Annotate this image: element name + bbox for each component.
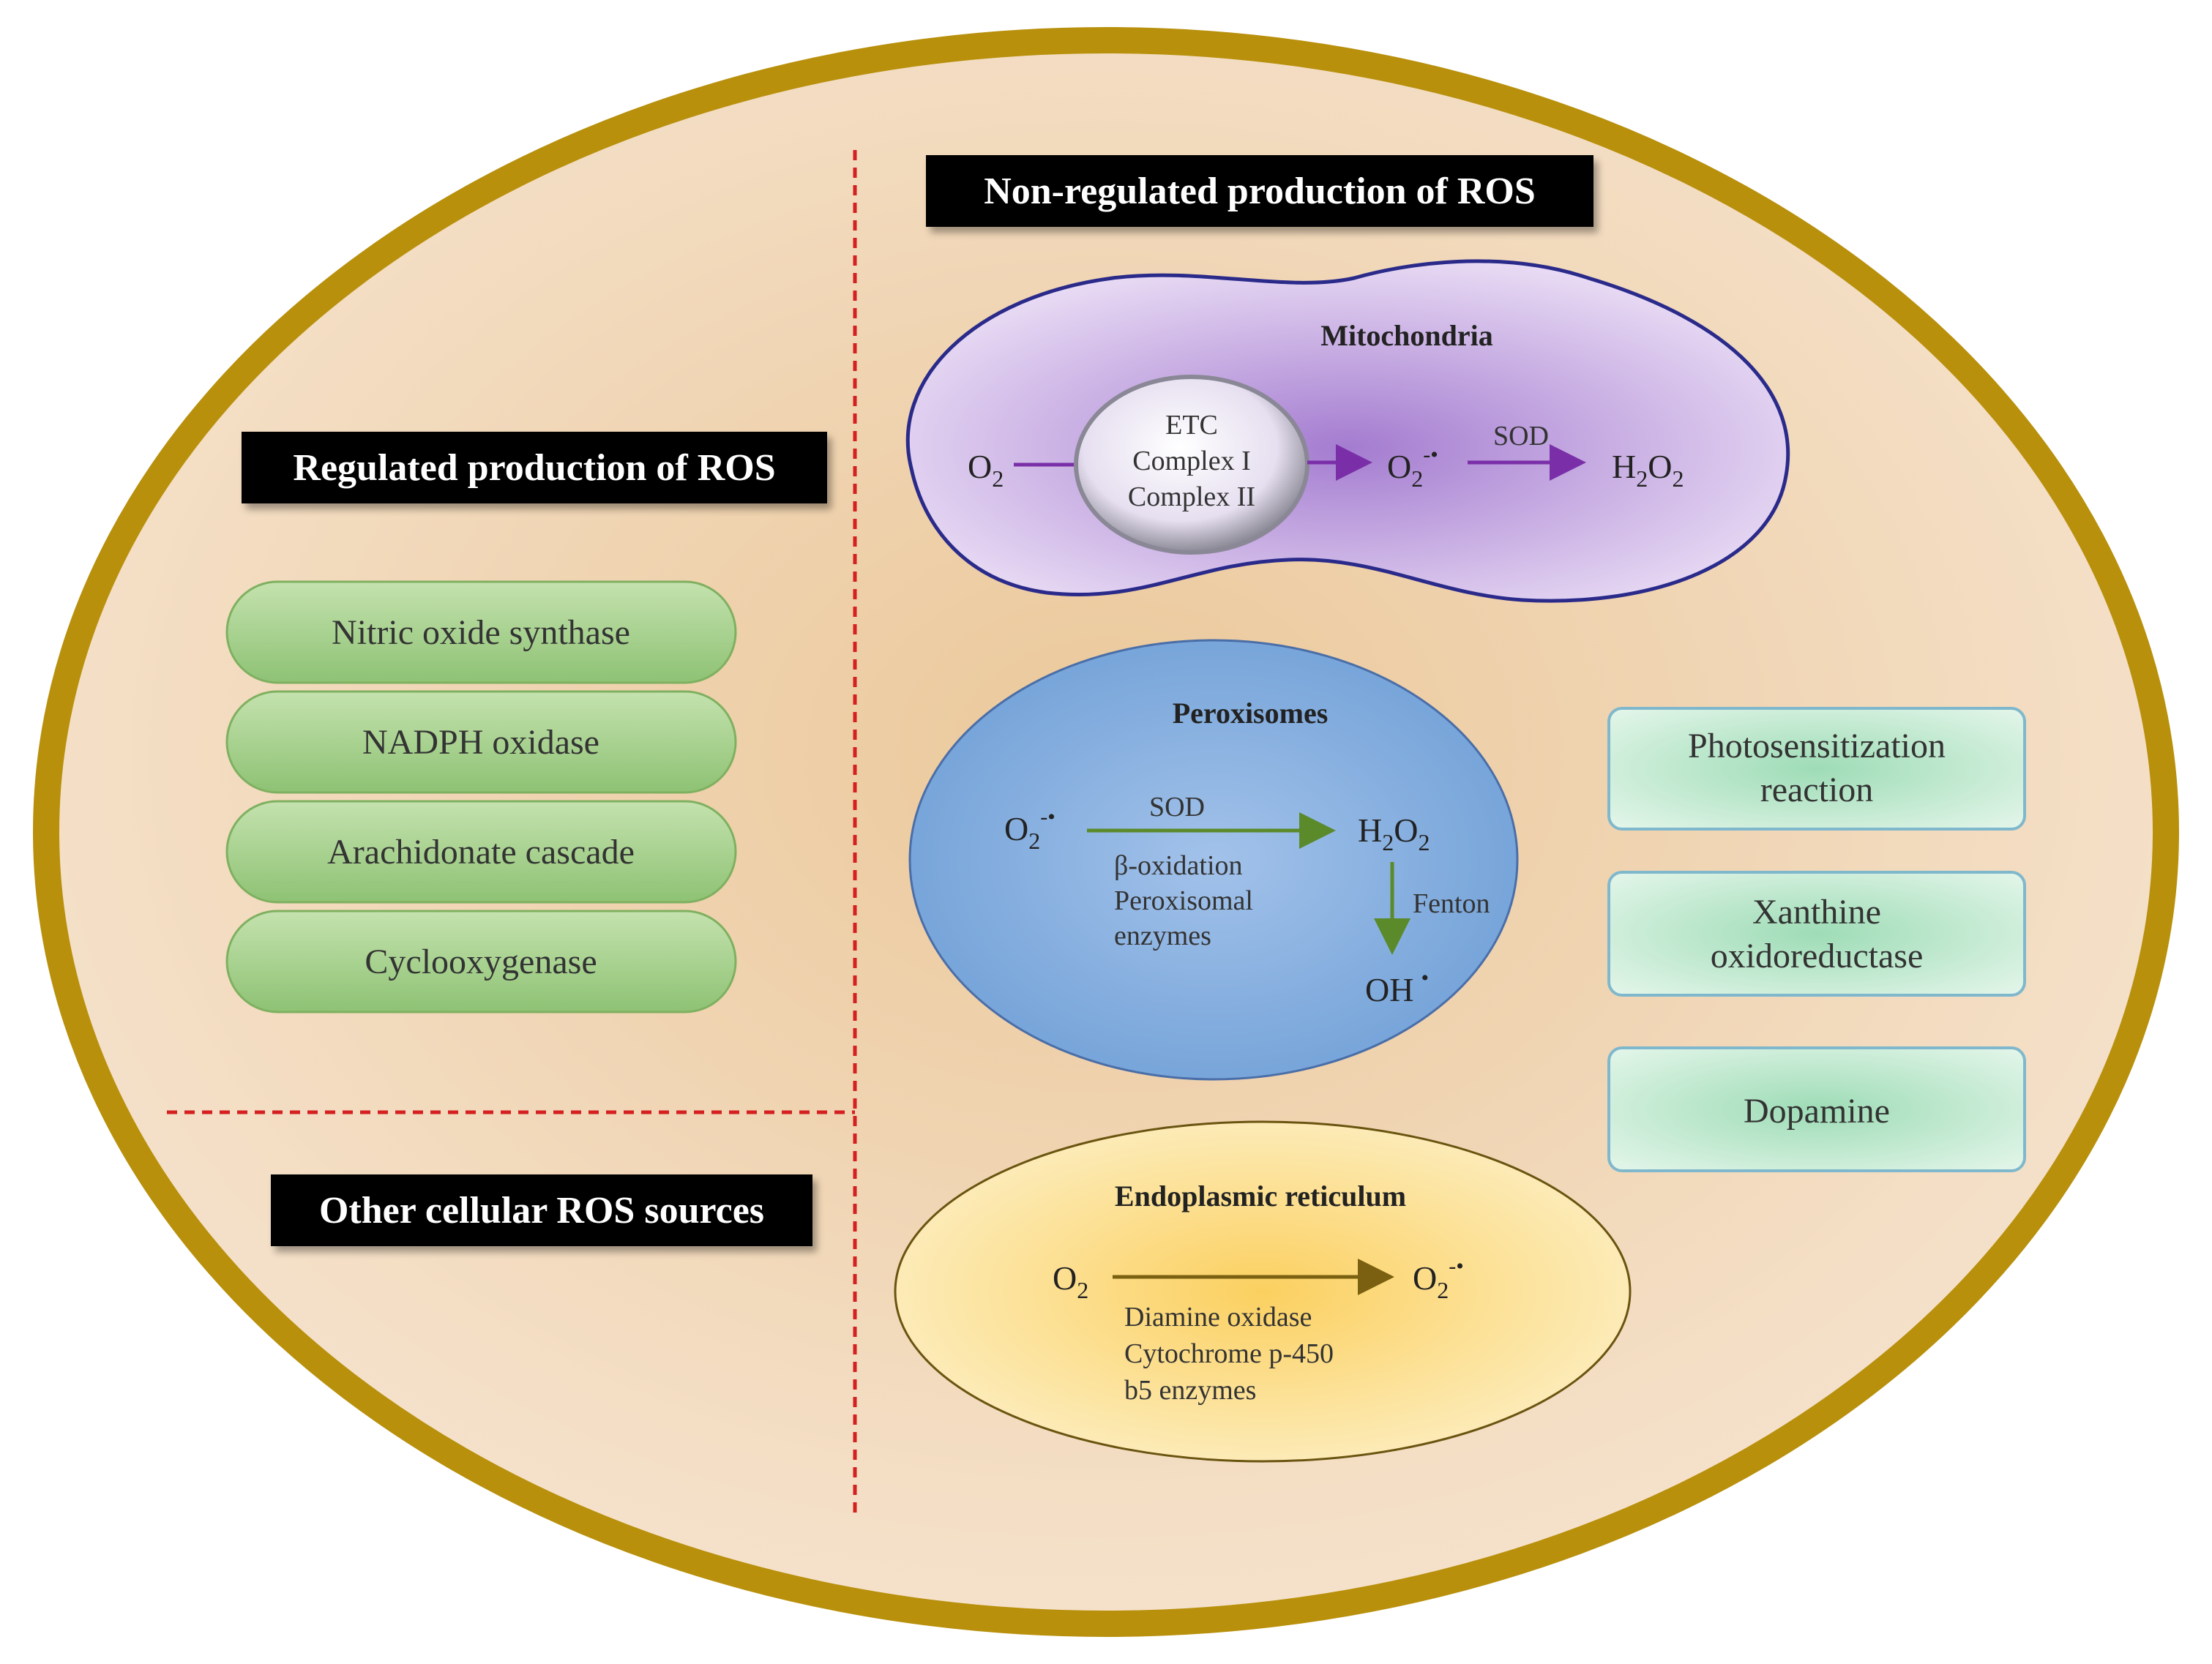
mito-superoxide: O2-• — [1387, 443, 1438, 492]
regulated-item-label: Nitric oxide synthase — [332, 613, 630, 652]
perox-superoxide: O2-• — [1004, 805, 1055, 854]
other-sources-title-box: Other cellular ROS sources — [271, 1174, 812, 1246]
regulated-item: Cyclooxygenase — [225, 910, 737, 1013]
mito-substrate-o2: O2 — [968, 448, 1004, 492]
etc-label: ETC — [1165, 410, 1218, 441]
perox-note-2: Peroxisomal — [1114, 885, 1253, 916]
etc-complex-1: Complex I — [1132, 446, 1250, 476]
er-superoxide: O2-• — [1413, 1254, 1464, 1303]
regulated-item: NADPH oxidase — [225, 690, 737, 794]
er-note-2: Cytochrome p-450 — [1124, 1338, 1334, 1369]
hydroxyl-radical: OH• — [1365, 966, 1429, 1008]
other-source-box: Photosensitization reaction — [1607, 707, 2026, 831]
etc-complex-2: Complex II — [1128, 481, 1255, 512]
er-shape — [894, 1120, 1632, 1463]
other-source-box: Dopamine — [1607, 1046, 2026, 1172]
other-source-label: Xanthine — [1752, 893, 1881, 932]
regulated-item: Nitric oxide synthase — [225, 580, 737, 684]
fenton-label: Fenton — [1413, 888, 1490, 919]
er-note-3: b5 enzymes — [1124, 1375, 1256, 1406]
regulated-item-label: Arachidonate cascade — [327, 833, 635, 872]
perox-note-1: β-oxidation — [1114, 850, 1243, 881]
perox-note-3: enzymes — [1114, 921, 1211, 951]
mitochondria-title: Mitochondria — [1320, 319, 1493, 352]
other-source-label: oxidoreductase — [1711, 937, 1924, 975]
mito-sod-label: SOD — [1493, 421, 1549, 451]
mitochondria-shape — [905, 259, 1790, 603]
perox-sod-label: SOD — [1149, 792, 1205, 822]
peroxisomes: Peroxisomes O2-• SOD H2O2 β-oxidation Pe… — [908, 639, 1519, 1081]
perox-h2o2: H2O2 — [1358, 812, 1430, 855]
other-sources-title: Other cellular ROS sources — [319, 1190, 764, 1232]
regulated-item-label: Cyclooxygenase — [365, 942, 597, 981]
other-source-label: reaction — [1760, 771, 1874, 809]
regulated-item-label: NADPH oxidase — [362, 723, 599, 762]
non-regulated-title-box: Non-regulated production of ROS — [926, 155, 1593, 227]
er-note-1: Diamine oxidase — [1124, 1302, 1312, 1333]
endoplasmic-reticulum: Endoplasmic reticulum O2 O2-• Diamine ox… — [894, 1120, 1632, 1463]
mitochondria: Mitochondria O2 ETC Complex I Complex II… — [905, 259, 1790, 603]
mito-h2o2: H2O2 — [1612, 448, 1684, 492]
er-substrate-o2: O2 — [1053, 1259, 1088, 1303]
other-source-label: Dopamine — [1744, 1092, 1890, 1131]
regulated-title: Regulated production of ROS — [293, 447, 775, 489]
etc-complex — [1074, 375, 1309, 555]
non-regulated-title: Non-regulated production of ROS — [984, 170, 1536, 212]
regulated-title-box: Regulated production of ROS — [242, 432, 827, 503]
regulated-item: Arachidonate cascade — [225, 800, 737, 904]
other-source-box: Xanthine oxidoreductase — [1607, 871, 2026, 997]
other-source-label: Photosensitization — [1688, 727, 1946, 765]
peroxisomes-shape — [908, 639, 1519, 1081]
er-title: Endoplasmic reticulum — [1115, 1180, 1406, 1213]
peroxisomes-title: Peroxisomes — [1173, 697, 1329, 730]
